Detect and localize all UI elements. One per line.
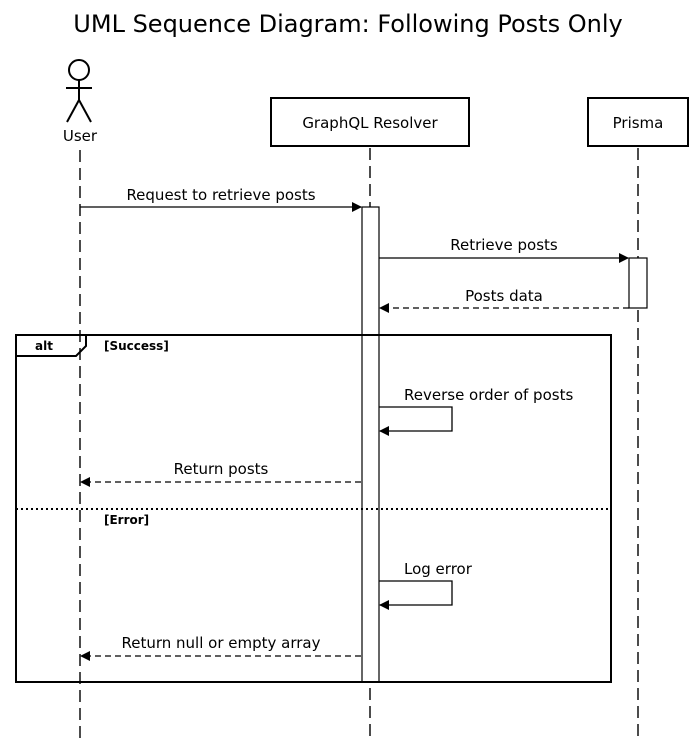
message-label: Log error <box>404 560 473 578</box>
alt-fragment: alt [Success] [Error] <box>15 334 612 683</box>
participant-graphql-resolver: GraphQL Resolver <box>270 97 470 147</box>
activation-bar-graphql-resolver <box>361 206 380 683</box>
alt-condition-success: [Success] <box>104 339 169 353</box>
message-return-null-or-empty-array: Return null or empty array <box>80 634 361 661</box>
actor-user-label: User <box>63 127 98 145</box>
activation-bar-prisma <box>628 257 648 309</box>
alt-condition-error: [Error] <box>104 513 149 527</box>
message-label: Return null or empty array <box>122 634 321 652</box>
message-label: Posts data <box>465 287 543 305</box>
stick-figure-icon <box>66 59 92 123</box>
message-label: Reverse order of posts <box>404 386 573 404</box>
participant-graphql-resolver-label: GraphQL Resolver <box>302 114 438 132</box>
actor-user: User <box>63 59 98 145</box>
participant-box <box>270 97 470 147</box>
message-label: Retrieve posts <box>450 236 558 254</box>
message-posts-data: Posts data <box>379 287 629 313</box>
alt-operator-label: alt <box>35 339 53 353</box>
message-log-error: Log error <box>379 560 473 610</box>
message-reverse-order-of-posts: Reverse order of posts <box>379 386 573 436</box>
message-retrieve-posts: Retrieve posts <box>379 236 629 263</box>
message-request-to-retrieve-posts: Request to retrieve posts <box>80 186 362 212</box>
message-return-posts: Return posts <box>80 460 361 487</box>
participant-prisma-label: Prisma <box>613 114 664 132</box>
message-label: Request to retrieve posts <box>126 186 315 204</box>
alt-operator-tab <box>16 334 87 357</box>
participant-prisma: Prisma <box>587 97 689 147</box>
participant-box <box>587 97 689 147</box>
message-label: Return posts <box>174 460 269 478</box>
diagram-title: UML Sequence Diagram: Following Posts On… <box>73 10 622 38</box>
